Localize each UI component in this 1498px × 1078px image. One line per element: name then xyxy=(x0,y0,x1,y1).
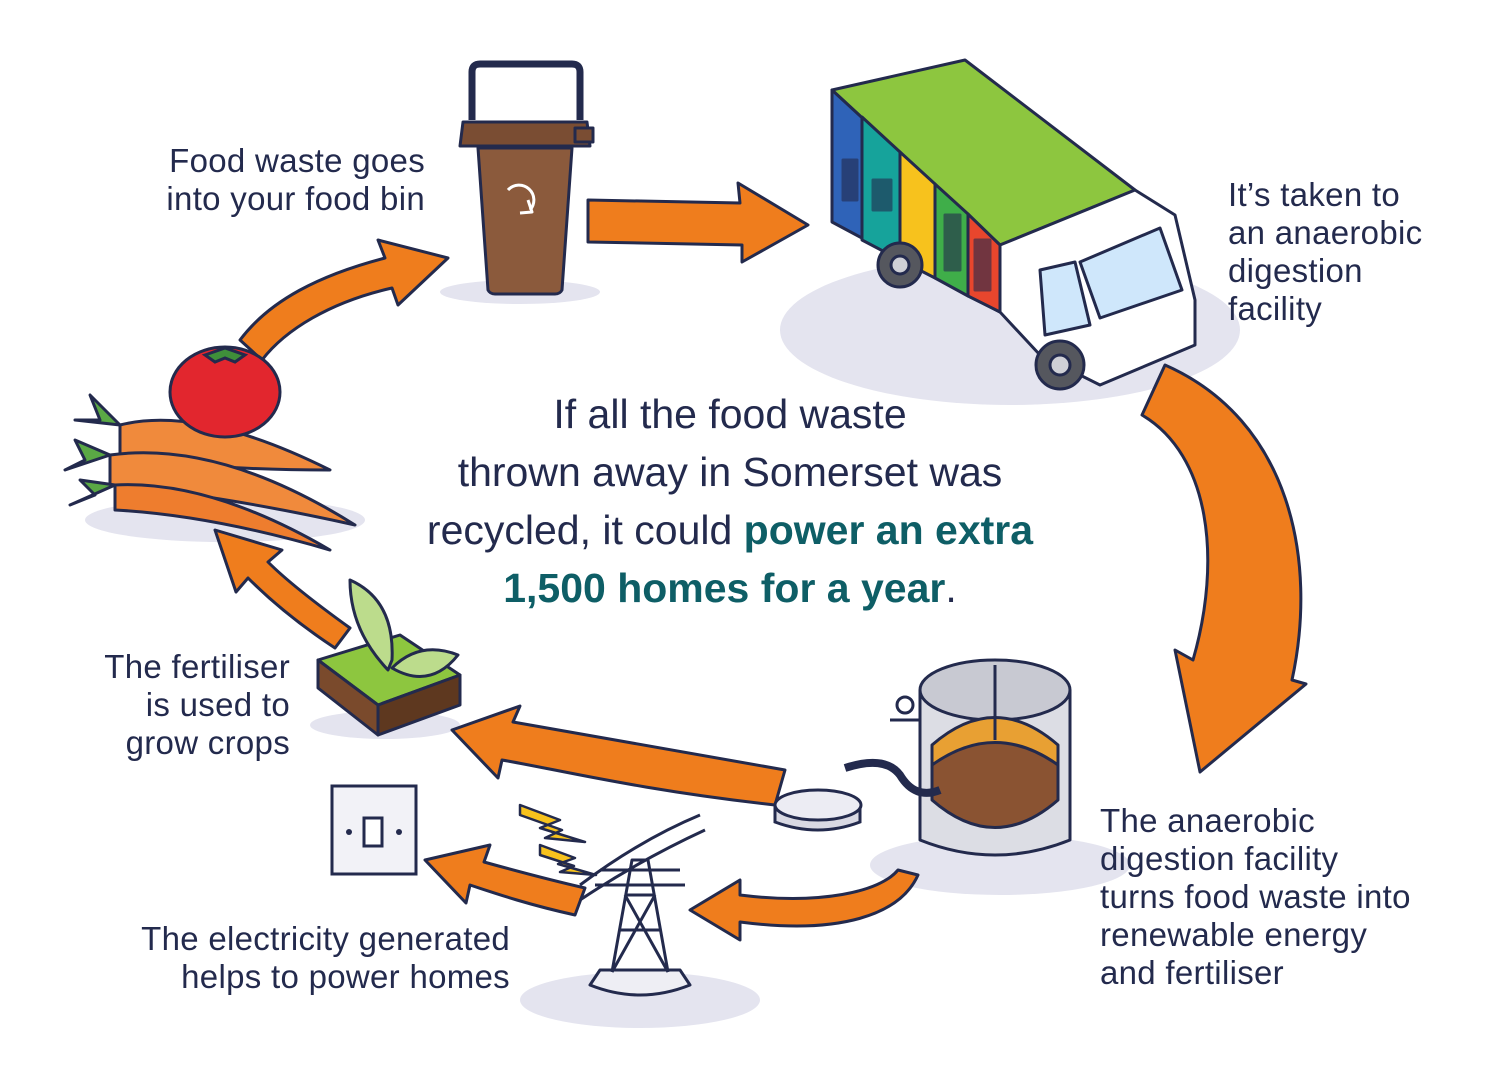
label-line: digestion facility xyxy=(1100,840,1339,877)
carrots-icon xyxy=(63,393,357,552)
gas-holder-icon xyxy=(773,788,863,832)
label-line: helps to power homes xyxy=(181,958,510,995)
label-line: The fertiliser xyxy=(104,648,290,685)
label-facility: The anaerobic digestion facility turns f… xyxy=(1100,802,1480,992)
label-line: The anaerobic xyxy=(1100,802,1315,839)
headline-end: . xyxy=(945,565,957,611)
arrow-pylon-to-switch xyxy=(423,843,587,917)
seedling-soil-icon xyxy=(316,578,462,737)
label-line: is used to xyxy=(145,686,290,723)
arrow-truck-to-facility xyxy=(1140,363,1308,774)
label-electricity: The electricity generated helps to power… xyxy=(60,920,510,996)
arrow-bin-to-truck xyxy=(586,181,810,264)
arrow-facility-to-fertiliser xyxy=(450,704,787,807)
headline-highlight: power an extra xyxy=(743,507,1034,553)
label-fertiliser: The fertiliser is used to grow crops xyxy=(40,648,290,762)
pylon-icon xyxy=(579,813,706,997)
headline-line-4: 1,500 homes for a year. xyxy=(330,559,1130,617)
headline-line-2: thrown away in Somerset was xyxy=(457,449,1003,495)
light-switch-icon xyxy=(330,784,418,876)
cycle-arrows xyxy=(213,181,1308,942)
tomato-icon xyxy=(168,345,282,439)
label-line: and fertiliser xyxy=(1100,954,1284,991)
label-line: It’s taken to xyxy=(1228,176,1401,213)
digester-tank-icon xyxy=(843,658,1072,857)
label-food-bin: Food waste goes into your food bin xyxy=(100,142,425,218)
arrow-facility-to-pylon xyxy=(688,868,920,942)
headline-line-3: recycled, it could power an extra xyxy=(330,501,1130,559)
headline-line-1: If all the food waste xyxy=(553,391,907,437)
recycle-icon xyxy=(506,183,536,215)
label-line: an anaerobic xyxy=(1228,214,1423,251)
label-line: renewable energy xyxy=(1100,916,1368,953)
label-line: into your food bin xyxy=(166,180,425,217)
headline: If all the food waste thrown away in Som… xyxy=(330,385,1130,617)
arrow-crops-to-bin xyxy=(238,238,450,362)
label-truck: It’s taken to an anaerobic digestion fac… xyxy=(1228,176,1478,328)
headline-highlight: 1,500 homes for a year xyxy=(503,565,946,611)
arrow-fertiliser-to-crops xyxy=(213,528,352,650)
label-line: turns food waste into xyxy=(1100,878,1411,915)
label-line: The electricity generated xyxy=(141,920,510,957)
lightning-icon xyxy=(518,803,598,877)
food-bin-icon xyxy=(458,60,595,296)
label-line: grow crops xyxy=(125,724,290,761)
label-line: digestion xyxy=(1228,252,1363,289)
label-line: Food waste goes xyxy=(169,142,425,179)
label-line: facility xyxy=(1228,290,1323,327)
headline-plain: recycled, it could xyxy=(426,507,744,553)
recycling-truck-icon xyxy=(830,58,1197,391)
